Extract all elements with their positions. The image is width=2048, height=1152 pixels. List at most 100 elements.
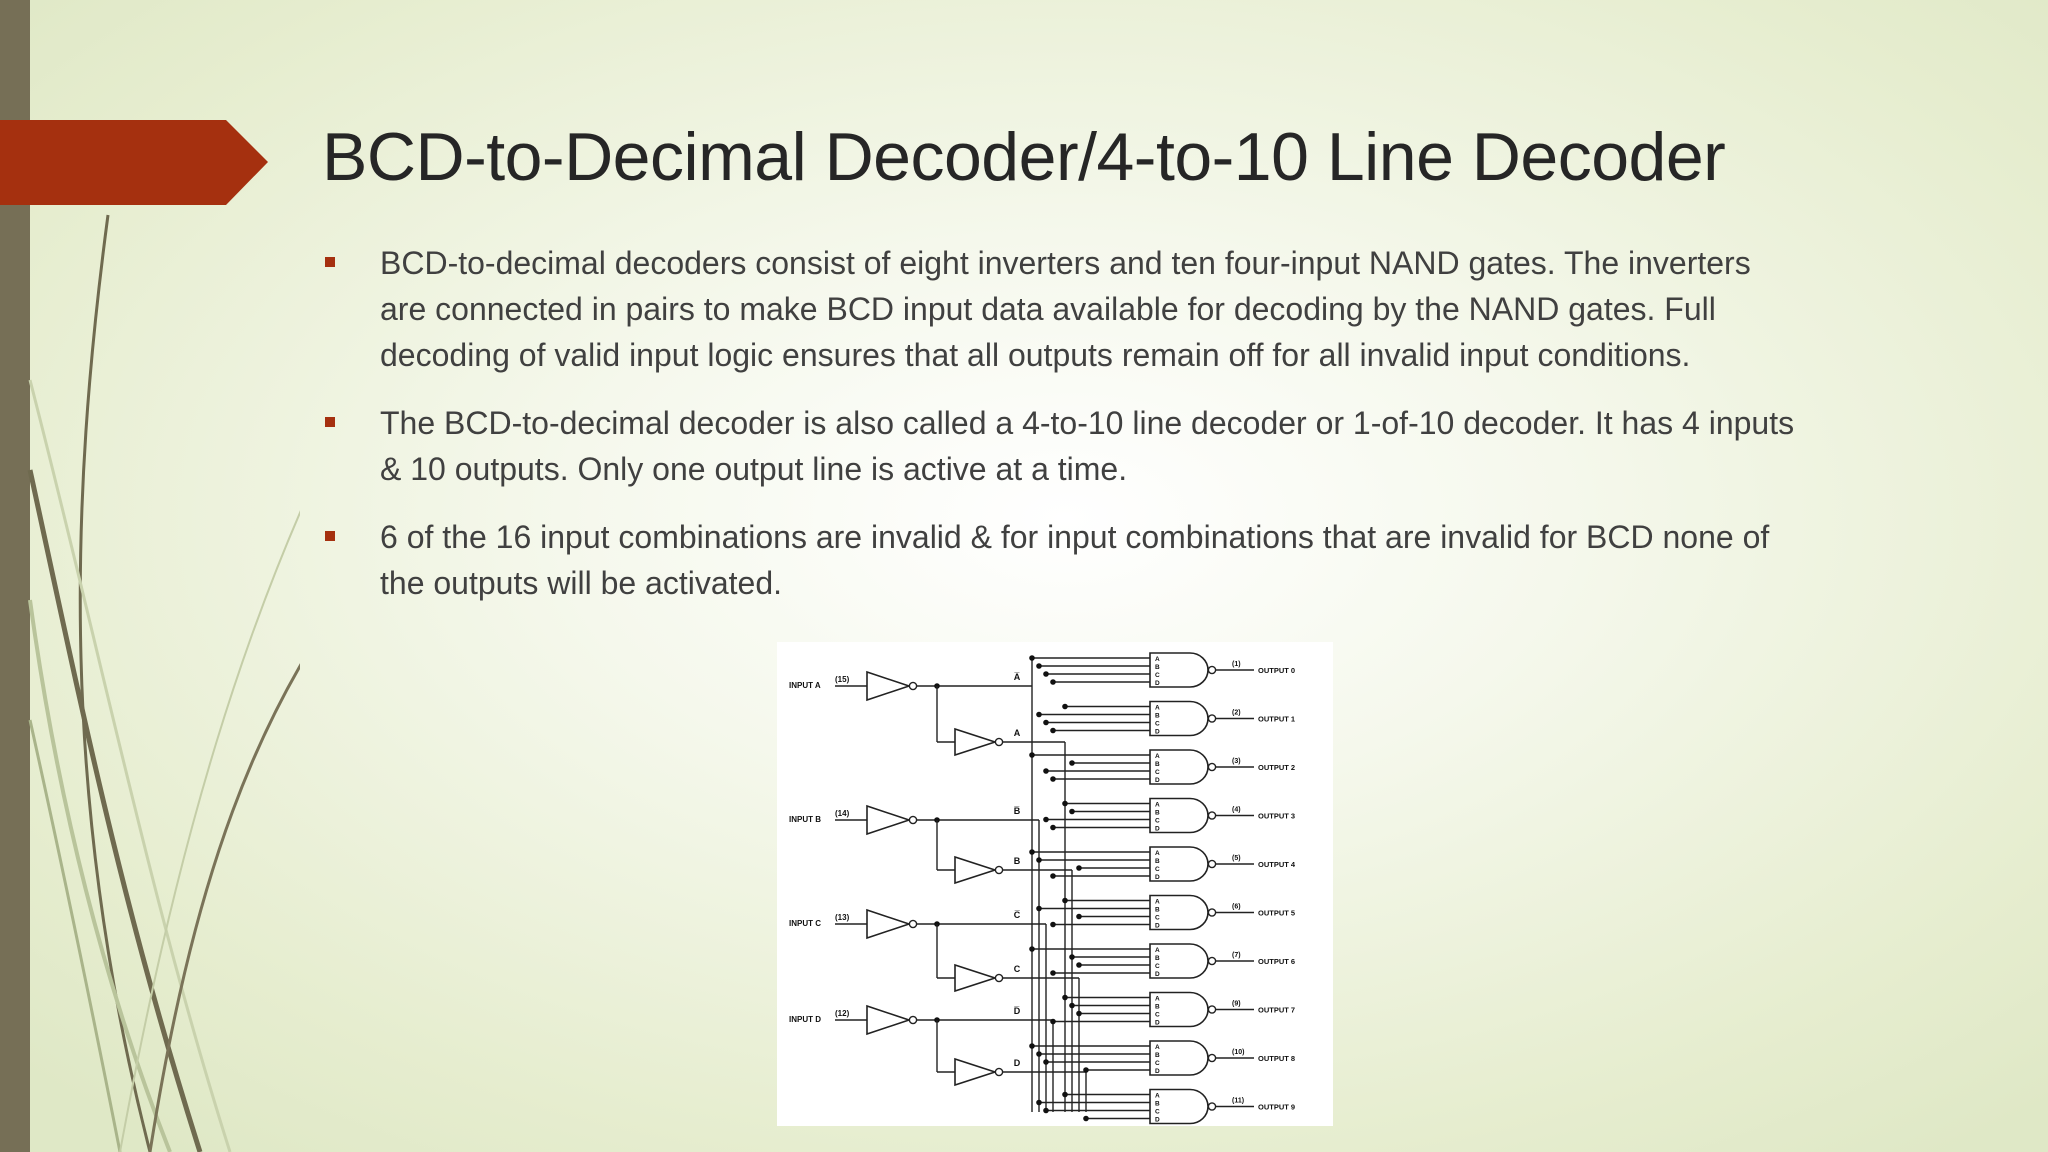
diagram-label: OUTPUT 4 xyxy=(1258,860,1296,869)
junction-dot xyxy=(1029,655,1035,661)
diagram-label: C xyxy=(1155,672,1160,679)
inversion-bubble xyxy=(1207,665,1217,675)
diagram-label: (15) xyxy=(835,675,850,684)
diagram-label: D xyxy=(1155,923,1160,930)
inversion-bubble xyxy=(1207,859,1217,869)
diagram-label: OUTPUT 8 xyxy=(1258,1054,1295,1063)
diagram-label: (13) xyxy=(835,913,850,922)
junction-dot xyxy=(1043,768,1049,774)
diagram-label: OUTPUT 2 xyxy=(1258,763,1295,772)
diagram-label: INPUT C xyxy=(789,919,821,928)
junction-dot xyxy=(1083,1115,1089,1122)
decorative-swoosh-lines xyxy=(27,214,300,1152)
diagram-label: B xyxy=(1155,1101,1160,1108)
bullet-text: BCD-to-decimal decoders consist of eight… xyxy=(380,245,1751,373)
inversion-bubble xyxy=(994,1067,1004,1077)
diagram-label: (1) xyxy=(1232,661,1241,668)
inversion-bubble xyxy=(1207,956,1217,966)
diagram-label: A xyxy=(1155,753,1160,760)
diagram-label: INPUT A xyxy=(789,681,821,690)
nand-gate xyxy=(1149,749,1209,785)
inversion-bubble xyxy=(1207,908,1217,917)
junction-dot xyxy=(1029,1043,1035,1049)
junction-dot xyxy=(1050,727,1056,734)
diagram-label: D xyxy=(1155,1117,1160,1124)
diagram-label: A xyxy=(1155,996,1160,1003)
inversion-bubble xyxy=(1207,811,1217,820)
junction-dot xyxy=(1029,752,1035,758)
diagram-label: C xyxy=(1155,1012,1160,1019)
junction-dot xyxy=(1069,760,1075,766)
diagram-label: C xyxy=(1155,1109,1160,1116)
diagram-label: OUTPUT 1 xyxy=(1258,715,1295,724)
inversion-bubble xyxy=(1207,1005,1217,1014)
junction-dot xyxy=(1076,962,1082,968)
diagram-label: D xyxy=(1155,729,1160,736)
inversion-bubble xyxy=(908,919,918,929)
diagram-label: (11) xyxy=(1232,1098,1244,1105)
buffer-inverter xyxy=(954,727,998,757)
junction-dot xyxy=(1036,905,1042,912)
diagram-label: INPUT D xyxy=(789,1015,821,1024)
diagram-label: B xyxy=(1155,858,1160,865)
diagram-label: D̅ xyxy=(1014,1006,1021,1016)
diagram-label: C xyxy=(1155,963,1160,970)
bullet-marker xyxy=(325,257,335,267)
diagram-label: OUTPUT 0 xyxy=(1258,666,1295,675)
nand-gate xyxy=(1149,1088,1209,1125)
bullet-text: The BCD-to-decimal decoder is also calle… xyxy=(380,405,1795,487)
diagram-label: (5) xyxy=(1232,855,1241,862)
junction-dot xyxy=(1062,703,1068,710)
bullet-text: 6 of the 16 input combinations are inval… xyxy=(380,519,1770,601)
diagram-label: B xyxy=(1155,761,1160,768)
junction-dot xyxy=(1036,857,1042,863)
buffer-inverter xyxy=(954,855,998,885)
junction-dot xyxy=(1076,865,1082,871)
bullet-item: The BCD-to-decimal decoder is also calle… xyxy=(325,400,1805,492)
diagram-label: A xyxy=(1155,1044,1160,1051)
bullet-item: 6 of the 16 input combinations are inval… xyxy=(325,514,1805,606)
nand-gate xyxy=(1149,797,1209,834)
nand-gate xyxy=(1149,1040,1209,1076)
diagram-label: OUTPUT 7 xyxy=(1258,1006,1295,1015)
diagram-label: C xyxy=(1155,769,1160,776)
diagram-label: D xyxy=(1155,826,1160,833)
diagram-label: A xyxy=(1155,947,1160,954)
input-inverter xyxy=(866,804,912,836)
diagram-label: D xyxy=(1155,777,1160,784)
junction-dot xyxy=(1050,776,1056,782)
bullet-item: BCD-to-decimal decoders consist of eight… xyxy=(325,240,1805,378)
title-arrow-marker xyxy=(0,120,268,205)
nand-gate xyxy=(1149,943,1209,979)
diagram-label: (2) xyxy=(1232,710,1241,717)
nand-gate xyxy=(1149,652,1209,688)
junction-dot xyxy=(1050,873,1056,879)
bullet-marker xyxy=(325,417,335,427)
diagram-label: B xyxy=(1014,856,1021,866)
diagram-label: D xyxy=(1155,680,1160,687)
diagram-label: A xyxy=(1155,1093,1160,1100)
diagram-label: A xyxy=(1155,656,1160,663)
diagram-label: (12) xyxy=(835,1009,850,1018)
diagram-label: (3) xyxy=(1232,758,1241,765)
diagram-label: OUTPUT 6 xyxy=(1258,957,1295,966)
diagram-label: B xyxy=(1155,1004,1160,1011)
junction-dot xyxy=(1069,954,1075,960)
diagram-label: D xyxy=(1155,1020,1160,1027)
junction-dot xyxy=(1050,679,1056,685)
diagram-label: INPUT B xyxy=(789,815,821,824)
junction-dot xyxy=(1069,1002,1075,1009)
diagram-label: A̅ xyxy=(1014,672,1021,682)
diagram-label: (9) xyxy=(1232,1001,1241,1008)
junction-dot xyxy=(1036,711,1042,718)
diagram-label: B xyxy=(1155,664,1160,671)
buffer-inverter xyxy=(954,1057,998,1087)
junction-dot xyxy=(1062,1091,1068,1098)
junction-dot xyxy=(1043,816,1049,823)
diagram-label: C xyxy=(1155,818,1160,825)
diagram-label: C xyxy=(1155,721,1160,728)
diagram-label: D xyxy=(1014,1058,1021,1068)
